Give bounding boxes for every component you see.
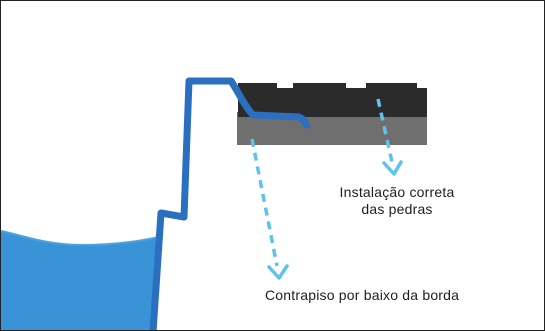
- stones-label-line-1: Instalação correta: [339, 184, 455, 200]
- stones-installation-label: Instalação correta das pedras: [322, 184, 472, 218]
- pool-water-surface: [1, 230, 160, 247]
- pool-water: [1, 231, 159, 330]
- subfloor-label: Contrapiso por baixo da borda: [265, 287, 460, 303]
- pool-wall-profile: [149, 77, 311, 330]
- stone-layer: [238, 83, 427, 117]
- stones-label-line-2: das pedras: [361, 201, 433, 217]
- arrow-stones-icon: [376, 98, 403, 176]
- arrow-subfloor-icon: [250, 138, 289, 280]
